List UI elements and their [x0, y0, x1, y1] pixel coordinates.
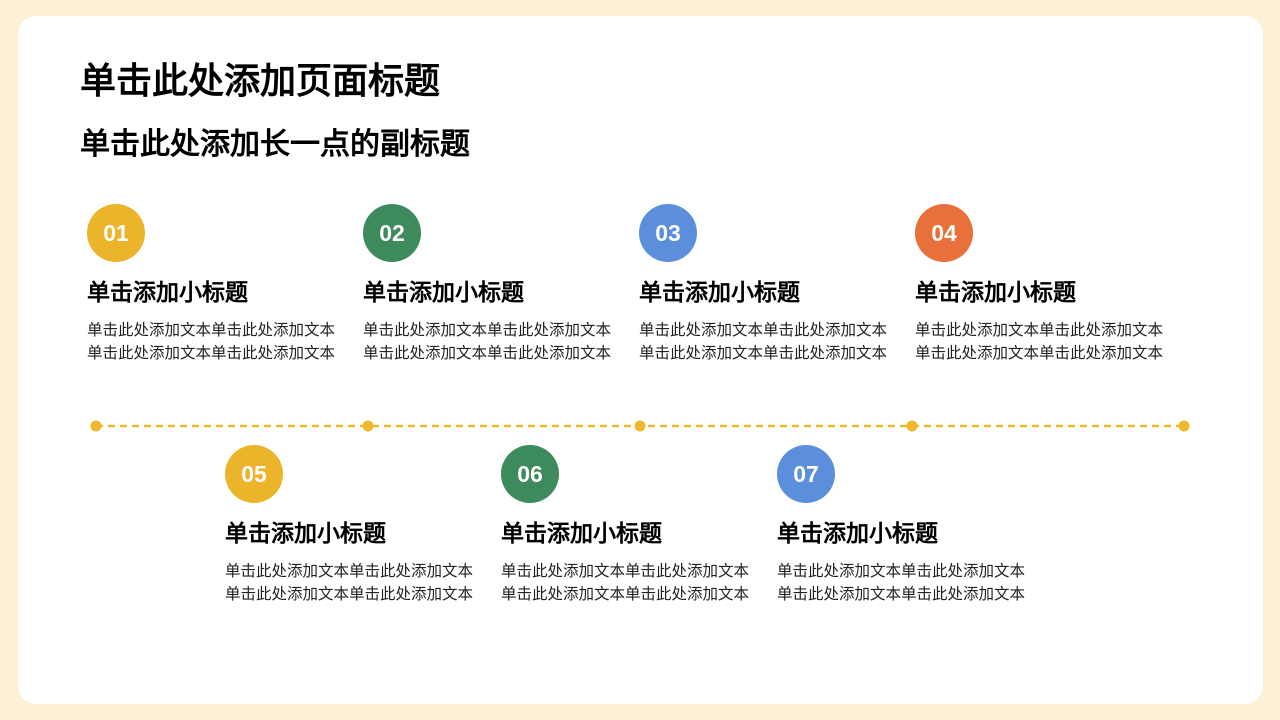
step-text[interactable]: 单击此处添加文本单击此处添加文本单击此处添加文本单击此处添加文本 — [225, 562, 474, 603]
step-subtitle[interactable]: 单击添加小标题 — [639, 280, 800, 306]
step-number-badge: 01 — [87, 204, 145, 262]
step-text[interactable]: 单击此处添加文本单击此处添加文本单击此处添加文本单击此处添加文本 — [777, 562, 1026, 603]
step-text[interactable]: 单击此处添加文本单击此处添加文本单击此处添加文本单击此处添加文本 — [639, 321, 888, 362]
step-text[interactable]: 单击此处添加文本单击此处添加文本单击此处添加文本单击此处添加文本 — [501, 562, 750, 603]
step-subtitle[interactable]: 单击添加小标题 — [87, 280, 248, 306]
step-subtitle[interactable]: 单击添加小标题 — [225, 521, 386, 547]
step-subtitle[interactable]: 单击添加小标题 — [501, 521, 662, 547]
step-subtitle[interactable]: 单击添加小标题 — [777, 521, 938, 547]
step-text[interactable]: 单击此处添加文本单击此处添加文本单击此处添加文本单击此处添加文本 — [915, 321, 1164, 362]
page-subtitle[interactable]: 单击此处添加长一点的副标题 — [80, 127, 470, 162]
slide-card — [18, 16, 1263, 704]
step-subtitle[interactable]: 单击添加小标题 — [915, 280, 1076, 306]
step-number-badge: 06 — [501, 445, 559, 503]
step-number-badge: 07 — [777, 445, 835, 503]
page-title[interactable]: 单击此处添加页面标题 — [80, 61, 441, 102]
step-number-badge: 04 — [915, 204, 973, 262]
step-subtitle[interactable]: 单击添加小标题 — [363, 280, 524, 306]
step-number-badge: 05 — [225, 445, 283, 503]
step-text[interactable]: 单击此处添加文本单击此处添加文本单击此处添加文本单击此处添加文本 — [363, 321, 612, 362]
step-number-badge: 02 — [363, 204, 421, 262]
step-number-badge: 03 — [639, 204, 697, 262]
step-text[interactable]: 单击此处添加文本单击此处添加文本单击此处添加文本单击此处添加文本 — [87, 321, 336, 362]
